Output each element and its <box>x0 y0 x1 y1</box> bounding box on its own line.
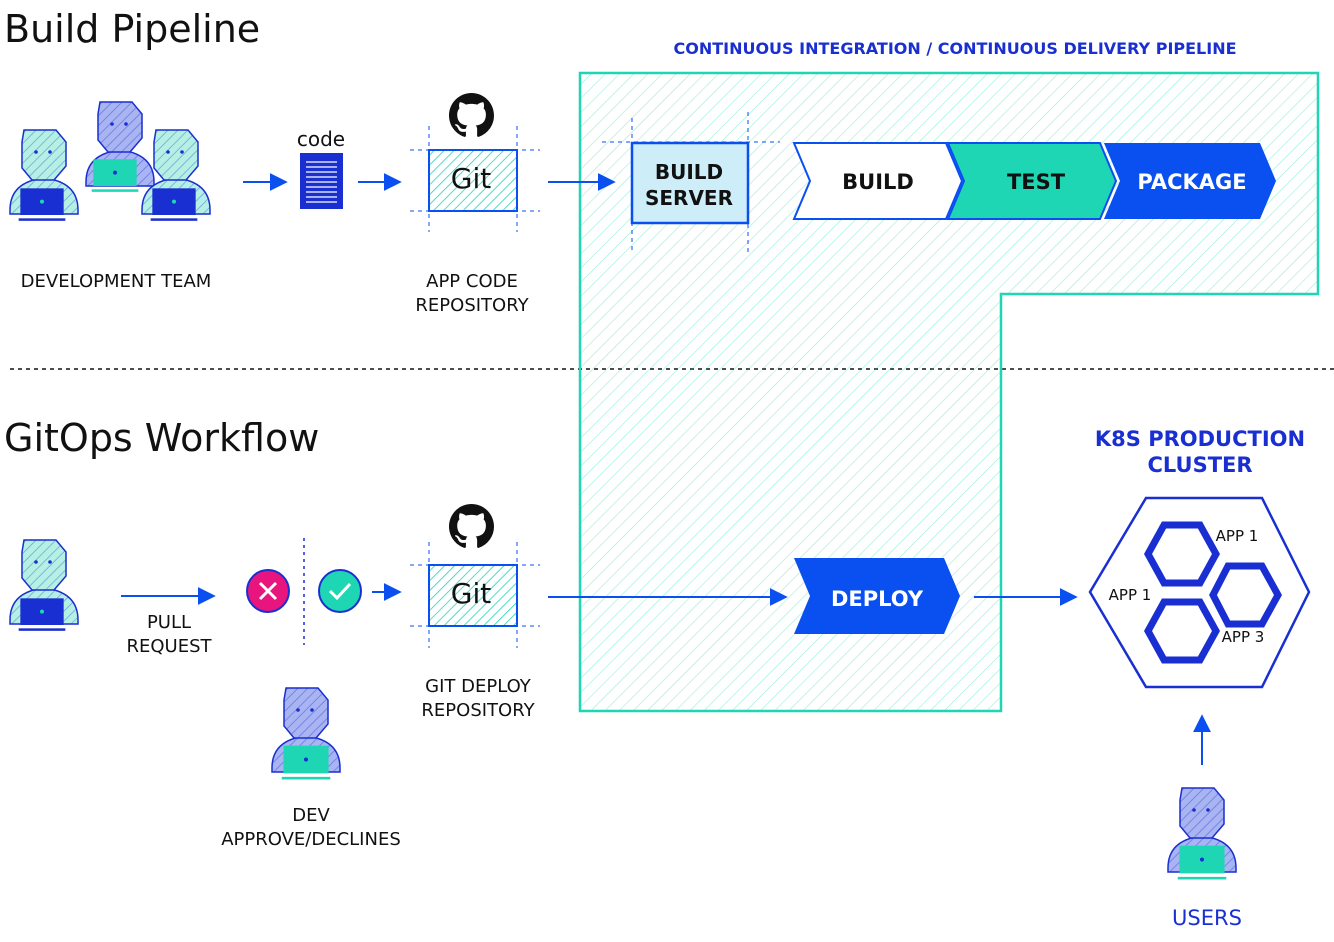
stage-package-label: PACKAGE <box>1137 170 1246 194</box>
approve-icon <box>318 569 362 613</box>
approver-developer <box>271 687 341 780</box>
app-code-git-label: Git <box>451 162 491 195</box>
app-hexagon-2 <box>1209 562 1282 628</box>
app-hexagon-3 <box>1144 598 1220 664</box>
git-deploy-repo-label: GIT DEPLOY <box>425 676 532 697</box>
stage-package: PACKAGE <box>1104 143 1276 219</box>
stage-test: TEST <box>946 142 1118 220</box>
gitops-workflow-title: GitOps Workflow <box>4 416 319 460</box>
app-label: APP 1 <box>1109 586 1152 604</box>
laptop-icon <box>18 188 66 221</box>
laptop-icon <box>281 745 331 780</box>
stage-test-label: TEST <box>1007 170 1066 194</box>
app-label: APP 1 <box>1216 527 1259 545</box>
app-hexagon-1 <box>1144 521 1220 587</box>
stage-build: BUILD <box>792 142 964 220</box>
laptop-icon <box>1177 845 1227 880</box>
build-pipeline-title: Build Pipeline <box>4 7 260 51</box>
build-server-label: BUILD <box>655 160 723 184</box>
pull-request-label: PULL <box>147 612 191 633</box>
users-person <box>1167 787 1237 880</box>
stage-deploy: DEPLOY <box>794 558 960 634</box>
build-server-label: SERVER <box>645 186 733 210</box>
cicd-region <box>578 71 1320 713</box>
approve-label: DEV <box>292 805 330 826</box>
decline-icon <box>246 569 290 613</box>
app-code-repo-label: APP CODE <box>426 271 518 292</box>
users-label: USERS <box>1172 906 1242 930</box>
app-label: APP 3 <box>1222 628 1265 646</box>
laptop-icon <box>91 159 139 192</box>
git-deploy-repo-label: REPOSITORY <box>421 700 535 721</box>
build-server <box>602 112 780 252</box>
stage-deploy-label: DEPLOY <box>831 587 924 611</box>
pull-request-developer <box>9 539 79 631</box>
github-icon <box>449 504 494 548</box>
github-icon <box>449 93 494 137</box>
stage-build-label: BUILD <box>842 170 914 194</box>
document-icon <box>300 153 343 209</box>
app-code-repo-label: REPOSITORY <box>415 295 529 316</box>
approve-label: APPROVE/DECLINES <box>221 829 401 850</box>
cicd-label: CONTINUOUS INTEGRATION / CONTINUOUS DELI… <box>673 39 1236 58</box>
git-deploy-box <box>410 542 540 648</box>
code-label: code <box>297 127 345 151</box>
cluster-title: K8S PRODUCTION <box>1095 427 1305 451</box>
development-team-label: DEVELOPMENT TEAM <box>21 271 212 292</box>
laptop-icon <box>150 188 198 221</box>
laptop-icon <box>18 598 66 631</box>
development-team <box>9 101 211 221</box>
cluster-title: CLUSTER <box>1147 453 1252 477</box>
app-code-git-box <box>410 126 540 232</box>
pull-request-label: REQUEST <box>126 636 212 657</box>
hexagon-icon <box>1088 496 1311 689</box>
git-deploy-git-label: Git <box>451 577 491 610</box>
